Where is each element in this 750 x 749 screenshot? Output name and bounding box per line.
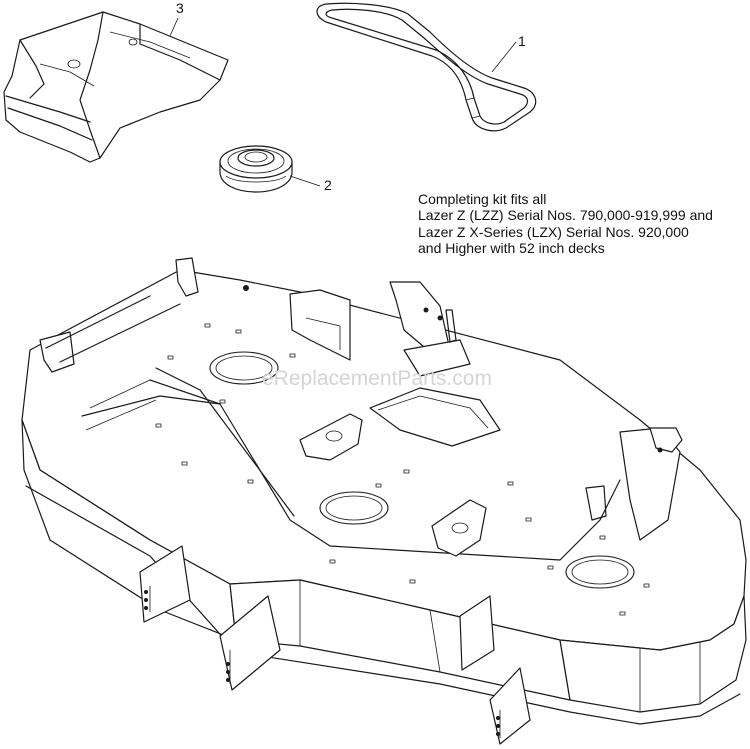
callout-3: 3	[176, 0, 184, 16]
mower-deck-part[interactable]	[21, 257, 747, 745]
note-line: and Higher with 52 inch decks	[418, 239, 605, 256]
compatibility-note: Completing kit fits all Lazer Z (LZZ) Se…	[418, 191, 713, 256]
note-line: Lazer Z X-Series (LZX) Serial Nos. 920,0…	[418, 223, 689, 240]
idler-pulley-part[interactable]	[219, 145, 293, 193]
belt-cover-part[interactable]	[3, 11, 229, 163]
leader-lines	[169, 17, 517, 187]
callout-2: 2	[324, 177, 332, 193]
belt-part[interactable]	[316, 2, 537, 132]
watermark: eReplacementParts.com	[262, 367, 492, 390]
callout-1: 1	[518, 33, 526, 49]
note-line: Lazer Z (LZZ) Serial Nos. 790,000-919,99…	[418, 207, 713, 224]
note-line: Completing kit fits all	[418, 191, 547, 207]
